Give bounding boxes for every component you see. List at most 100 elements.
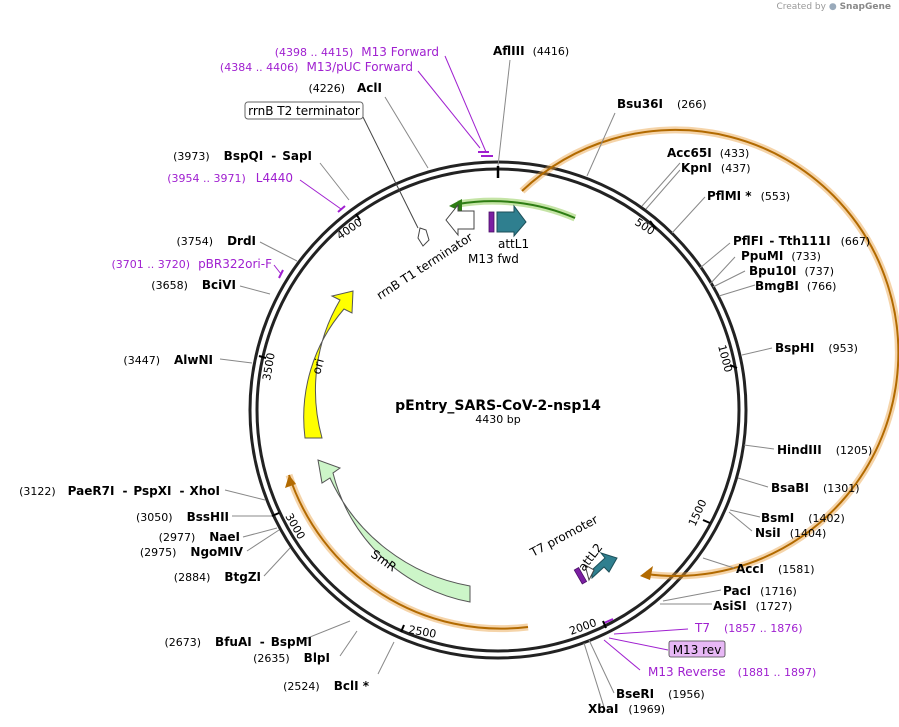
bcivi-site: (3658)BciVI (151, 278, 236, 292)
drdi-site: (3754)DrdI (176, 234, 256, 248)
rrnb-t2-label: rrnB T2 terminator (248, 104, 360, 118)
tick-mark-3500 (258, 355, 267, 359)
bsu36i-name: Bsu36I (617, 97, 663, 111)
bsmi-name: BsmI (761, 511, 794, 525)
drdi-name: DrdI (227, 234, 256, 248)
bfuai-pos: (2673) (164, 636, 201, 649)
paer7i-name: PaeR7I (68, 484, 115, 498)
rrnb-t2-leader (362, 116, 419, 229)
pbr322-range: (3701 .. 3720) (112, 258, 191, 271)
acc65i-site: Acc65I(433) (667, 146, 749, 160)
bfuai-site: (2673)BfuAI-BspMI (164, 635, 312, 649)
bspqi-sep: - (271, 149, 276, 163)
bcli-pos: (2524) (283, 680, 320, 693)
bmgbi-pos: (766) (807, 280, 837, 293)
kpni-name: KpnI (681, 161, 712, 175)
paer7i-pos: (3122) (19, 485, 56, 498)
acci-pos: (1581) (778, 563, 815, 576)
credit-prefix: Created by (776, 2, 826, 12)
btgzi-pos: (2884) (174, 571, 211, 584)
bfuai-sep: - (260, 635, 265, 649)
site-leaders (219, 59, 775, 708)
bseri-site: BseRI(1956) (616, 687, 705, 701)
blpi-site: (2635)BlpI (253, 651, 330, 665)
tick-mark-4000 (355, 213, 361, 221)
asisi-name: AsiSI (713, 599, 747, 613)
bsphi-site: BspHI (953) (775, 341, 858, 355)
bcivi-pos: (3658) (151, 279, 188, 292)
acc65i-pos: (433) (720, 147, 750, 160)
pflmi-site: PflMI *(553) (707, 189, 790, 203)
xbai-pos: (1969) (628, 703, 665, 716)
tick-mark-500 (649, 220, 657, 230)
bspqi-site: (3973)BspQI-SapI (173, 149, 312, 163)
tick-mark-3000 (271, 512, 280, 517)
m13-puc-primer: (4384 .. 4406)M13/pUC Forward (220, 60, 413, 74)
snapgene-credit: Created by ● SnapGene (776, 2, 891, 12)
kpni-pos: (437) (721, 162, 751, 175)
bpu10i-name: Bpu10I (749, 264, 796, 278)
bmgbi-name: BmgBI (755, 279, 799, 293)
plasmid-length: 4430 bp (475, 413, 520, 426)
pflfi-site: PflFI-Tth111I(667) (733, 234, 870, 248)
tth111i-name: Tth111I (779, 234, 831, 248)
bsu36i-site: Bsu36I (266) (617, 97, 707, 111)
ppumi-site: PpuMI (733) (741, 249, 821, 263)
paci-site: PacI(1716) (723, 584, 797, 598)
t7-name: T7 (694, 621, 710, 635)
alwni-site: (3447)AlwNI (123, 353, 213, 367)
afliii-pos: (4416) (533, 45, 570, 58)
bcli-site: (2524) BclI * (283, 679, 370, 693)
ori-arrow (303, 290, 354, 439)
bsshii-site: (3050)BssHII (136, 510, 229, 524)
l4440-primer: (3954 .. 3971)L4440 (167, 171, 293, 185)
tick-label-2500: 2500 (407, 623, 437, 641)
pbr322-name: pBR322ori-F (198, 257, 272, 271)
btgzi-name: BtgZI (224, 570, 261, 584)
cds2-arrowhead (285, 475, 296, 488)
bpu10i-site: Bpu10I(737) (749, 264, 834, 278)
ngomiv-pos: (2975) (140, 546, 177, 559)
bsshii-pos: (3050) (136, 511, 173, 524)
m13-rev-label: M13 rev (673, 643, 722, 657)
pflmi-pos: (553) (761, 190, 791, 203)
plasmid-name: pEntry_SARS-CoV-2-nsp14 (395, 398, 601, 414)
t7-promoter-arrow (584, 563, 595, 582)
cds-arc (521, 128, 899, 577)
ppumi-pos: (733) (791, 250, 821, 263)
paer7i-site: (3122)PaeR7I-PspXI-XhoI (19, 484, 220, 498)
l4440-mark (337, 205, 346, 213)
bcli-name: BclI * (334, 679, 370, 693)
bsphi-name: BspHI (775, 341, 814, 355)
primer-leaders (273, 55, 689, 671)
xhoi-name: XhoI (189, 484, 220, 498)
acci-name: AccI (736, 562, 764, 576)
kpni-site: KpnI (437) (681, 161, 751, 175)
paer7i-sep2: - (179, 484, 184, 498)
btgzi-site: (2884) BtgZI (174, 570, 261, 584)
m13-reverse-range: (1881 .. 1897) (738, 666, 817, 679)
asisi-pos: (1727) (756, 600, 793, 613)
bsphi-pos: (953) (828, 342, 858, 355)
attl1-arrow (496, 204, 527, 238)
tick-mark-1500 (702, 519, 711, 524)
nsii-name: NsiI (755, 526, 781, 540)
bsabi-name: BsaBI (771, 481, 809, 495)
smr-label: SmR (368, 547, 399, 574)
tick-mark-2500 (400, 624, 405, 633)
bspqi-pos: (3973) (173, 150, 210, 163)
smr-arrow (317, 459, 471, 603)
bsu36i-pos: (266) (677, 98, 707, 111)
l4440-range: (3954 .. 3971) (167, 172, 246, 185)
green-arc-arrowhead (449, 199, 462, 212)
acli-pos: (4226) (308, 82, 345, 95)
cds-arrowhead (640, 566, 653, 580)
acci-site: AccI (1581) (736, 562, 815, 576)
bspmi-name: BspMI (271, 635, 312, 649)
ppumi-name: PpuMI (741, 249, 783, 263)
credit-brand: SnapGene (839, 2, 891, 12)
xbai-site: XbaI(1969) (588, 702, 665, 716)
t7-range: (1857 .. 1876) (724, 622, 803, 635)
alwni-name: AlwNI (174, 353, 213, 367)
